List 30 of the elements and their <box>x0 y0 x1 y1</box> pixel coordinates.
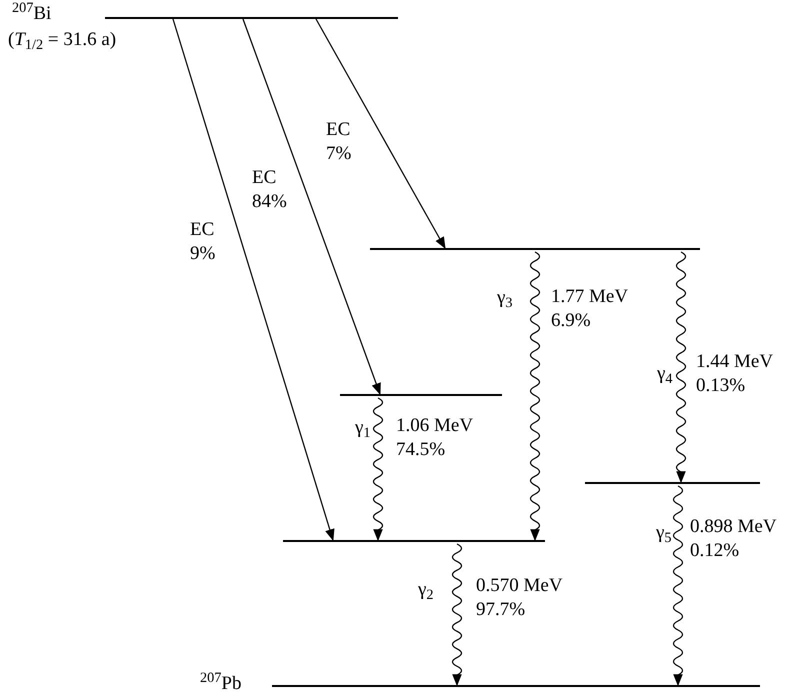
electron-capture-arrow <box>242 18 381 396</box>
energy-level-line <box>272 685 760 687</box>
gamma-transition-arrow <box>452 543 462 686</box>
edge-label: 0.898 MeV 0.12% <box>690 515 778 562</box>
edge-label: 1.44 MeV 0.13% <box>696 350 774 398</box>
energy-level-line <box>585 482 760 484</box>
electron-capture-arrow <box>172 18 334 542</box>
edge-label: 0.570 MeV 97.7% <box>476 574 564 622</box>
energy-level-line <box>105 17 398 19</box>
electron-capture-arrow <box>315 18 446 250</box>
gamma-transition-arrow <box>530 252 540 542</box>
nuclide-label: $^{207}$Bi <box>12 2 52 26</box>
energy-level-line <box>340 394 502 396</box>
edge-label: 1.06 MeV 74.5% <box>396 414 474 462</box>
edge-label: 1.77 MeV 6.9% <box>551 285 629 332</box>
gamma-transition-arrow <box>372 397 384 542</box>
nuclide-label: (T$_{1/2}$ = 31.6 a) <box>8 28 116 52</box>
gamma-label: γ$_{4}$ <box>657 362 673 386</box>
energy-level-line <box>370 248 700 250</box>
gamma-label: γ$_{2}$ <box>418 578 434 602</box>
gamma-transition-arrow <box>676 252 686 484</box>
gamma-transition-arrow <box>672 485 683 686</box>
gamma-label: γ$_{3}$ <box>497 286 513 310</box>
energy-level-line <box>283 540 545 542</box>
edge-label: EC 7% <box>326 118 352 166</box>
edge-label: EC 84% <box>252 166 288 214</box>
gamma-label: γ$_{5}$ <box>656 521 672 545</box>
gamma-label: γ$_{1}$ <box>355 416 371 440</box>
edge-label: EC 9% <box>190 218 216 266</box>
nuclide-label: $^{207}$Pb <box>200 672 242 696</box>
